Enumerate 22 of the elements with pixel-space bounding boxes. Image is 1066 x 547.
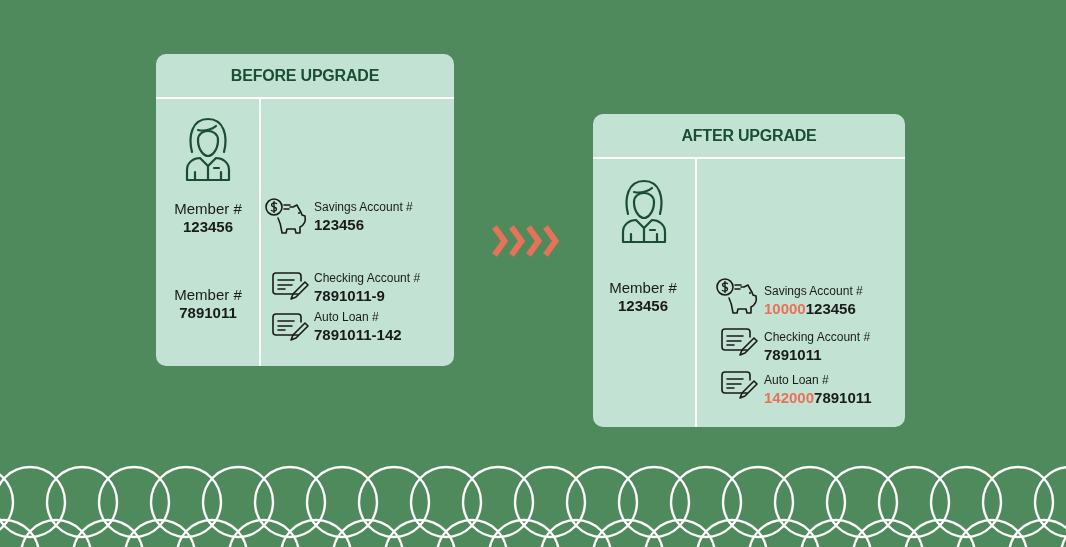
account-number: 7891011 [764,346,822,363]
field-label: Savings Account # [764,284,863,298]
account-number: 123456 [314,216,365,233]
comparison-card [156,54,454,366]
field-label: Member # [609,279,677,296]
account-number: 10000123456 [764,300,856,317]
account-number: 7891011-9 [314,287,385,304]
account-number: 7891011 [179,304,237,321]
field-label: Auto Loan # [764,373,829,387]
field-label: Checking Account # [314,271,421,285]
card-title: BEFORE UPGRADE [230,66,380,85]
field-label: Member # [174,200,242,217]
comparison-card [593,114,905,427]
account-number: 7891011-142 [314,326,402,343]
field-label: Member # [174,286,242,303]
account-number: 1420007891011 [764,389,872,406]
account-number: 123456 [182,218,234,235]
field-label: Auto Loan # [314,310,379,324]
card-title: AFTER UPGRADE [681,126,817,145]
field-label: Checking Account # [764,330,871,344]
account-number: 123456 [617,297,669,314]
field-label: Savings Account # [314,200,413,214]
